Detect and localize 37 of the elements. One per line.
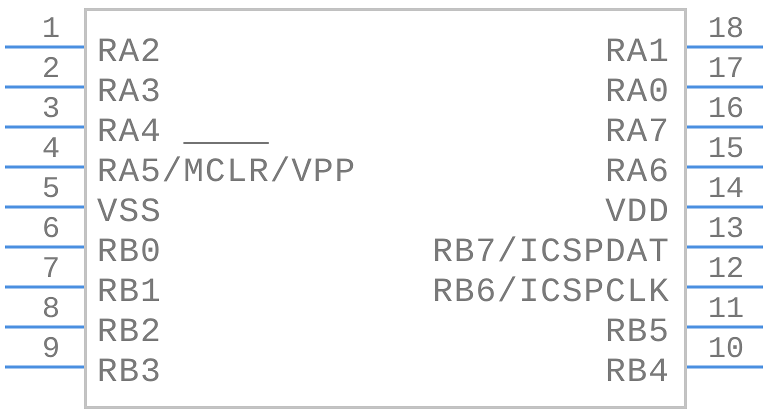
pin-name: RB4 — [605, 356, 670, 390]
pin-name: RB6/ICSPCLK — [432, 276, 670, 310]
pin-number: 10 — [708, 335, 744, 365]
pin-name: RA0 — [605, 76, 670, 110]
pin-number: 13 — [708, 215, 744, 245]
pin-name: RA4 — [97, 116, 162, 150]
pin-number: 16 — [708, 95, 744, 125]
pin-number: 9 — [42, 335, 60, 365]
pin-name: RB5 — [605, 316, 670, 350]
pin-name: RA5/MCLR/VPP — [97, 156, 356, 190]
pin-number: 3 — [42, 95, 60, 125]
pin-name: RA2 — [97, 36, 162, 70]
pin-number: 6 — [42, 215, 60, 245]
pin-name: RB2 — [97, 316, 162, 350]
pin-number: 15 — [708, 135, 744, 165]
pin-number: 14 — [708, 175, 744, 205]
pin-number: 7 — [42, 255, 60, 285]
pin-number: 8 — [42, 295, 60, 325]
pin-number: 2 — [42, 55, 60, 85]
pin-name: RA1 — [605, 36, 670, 70]
pin-name: RB7/ICSPDAT — [432, 236, 670, 270]
pin-name: VSS — [97, 196, 162, 230]
pin-name: VDD — [605, 196, 670, 230]
pin-number: 4 — [42, 135, 60, 165]
pin-number: 18 — [708, 15, 744, 45]
pin-number: 17 — [708, 55, 744, 85]
pin-name: RA7 — [605, 116, 670, 150]
pin-name: RA3 — [97, 76, 162, 110]
pin-number: 11 — [708, 295, 744, 325]
pin-number: 12 — [708, 255, 744, 285]
pin-name: RB0 — [97, 236, 162, 270]
pin-name: RA6 — [605, 156, 670, 190]
pin-number: 1 — [42, 15, 60, 45]
pin-name: RB3 — [97, 356, 162, 390]
chip-body — [84, 8, 687, 409]
pin-number: 5 — [42, 175, 60, 205]
pin-name: RB1 — [97, 276, 162, 310]
